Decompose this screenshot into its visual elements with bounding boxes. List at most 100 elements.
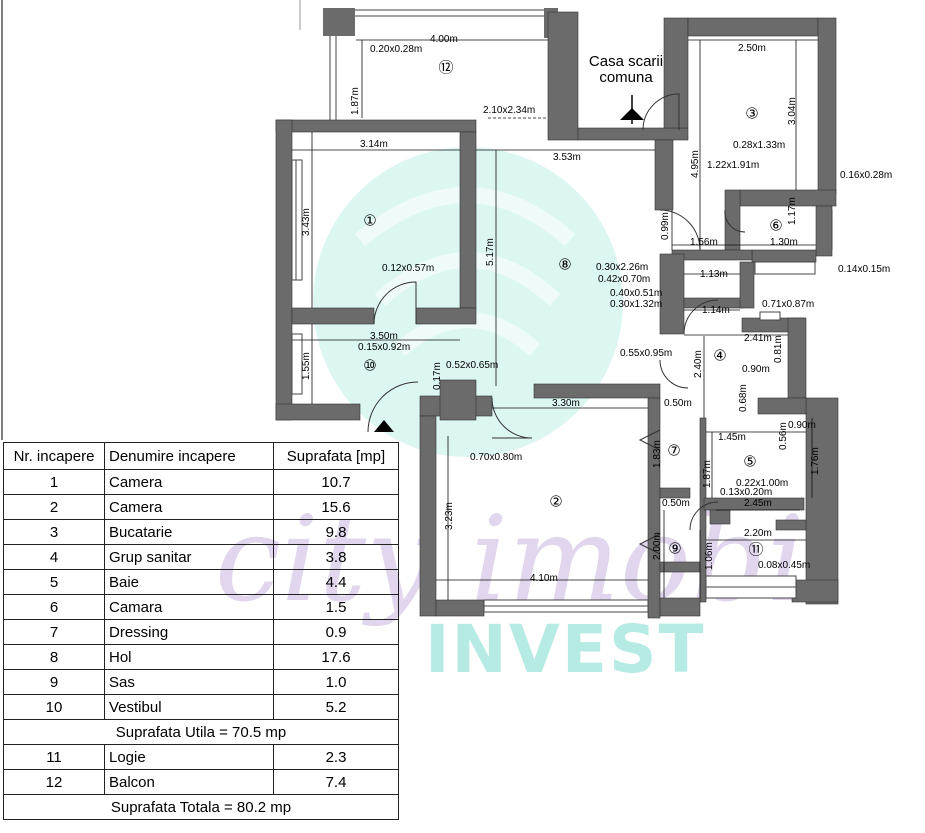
dim-label: 0.12x0.57m	[382, 263, 434, 274]
legend-nr: 5	[3, 569, 105, 595]
dim-label: 0.20x0.28m	[370, 44, 422, 55]
dim-label: 0.81m	[773, 335, 784, 363]
room-number-11: ⑪	[748, 541, 763, 559]
dim-label: 1.13m	[700, 269, 728, 280]
legend-name: Camera	[104, 469, 274, 495]
legend-area: 7.4	[273, 769, 399, 795]
dim-label: 1.45m	[718, 432, 746, 443]
dim-label: 1.56m	[690, 237, 718, 248]
dim-label: 3.23m	[444, 502, 455, 530]
legend-area: 4.4	[273, 569, 399, 595]
dim-label: 1.87m	[350, 87, 361, 115]
legend-useful-total-row: Suprafata Utila = 70.5 mp	[3, 719, 399, 745]
dim-label: 1.76m	[810, 447, 821, 475]
dim-label: 1.06m	[704, 542, 715, 570]
legend-nr: 3	[3, 519, 105, 545]
dim-label: 5.17m	[485, 238, 496, 266]
legend-nr: 9	[3, 669, 105, 695]
dim-label: 4.95m	[690, 150, 701, 178]
dim-label: 1.83m	[652, 440, 663, 468]
room-number-5: ⑤	[743, 453, 756, 471]
dim-label: 0.16x0.28m	[840, 170, 892, 181]
legend-header-row: Nr. incapere Denumire incapere Suprafata…	[3, 442, 399, 470]
legend-name: Sas	[104, 669, 274, 695]
dim-label: 1.87m	[702, 460, 713, 488]
room-number-8: ⑧	[558, 256, 571, 274]
dim-label: 3.14m	[360, 139, 388, 150]
dim-label: 0.50m	[664, 398, 692, 409]
legend-nr: 1	[3, 469, 105, 495]
dim-label: 2.00m	[652, 532, 663, 560]
room-number-2: ②	[549, 493, 562, 511]
dim-label: 3.53m	[553, 152, 581, 163]
dim-label: 0.42x0.70m	[598, 274, 650, 285]
legend-nr: 4	[3, 544, 105, 570]
room-number-10: ⑩	[363, 357, 376, 375]
dim-label: 0.22x1.00m	[736, 478, 788, 489]
legend-name: Bucatarie	[104, 519, 274, 545]
room-number-7: ⑦	[667, 442, 680, 460]
dim-label: 1.55m	[301, 352, 312, 380]
dim-label: 0.55x0.95m	[620, 348, 672, 359]
legend-header-name: Denumire incapere	[104, 442, 274, 470]
windows	[291, 159, 833, 613]
legend-nr: 11	[3, 744, 105, 770]
dim-label: 4.00m	[430, 34, 458, 45]
room-number-1: ①	[363, 212, 376, 230]
legend-header-nr: Nr. incapere	[3, 442, 105, 470]
dim-label: 2.41m	[744, 333, 772, 344]
dim-label: 3.50m	[370, 331, 398, 342]
legend-area: 0.9	[273, 619, 399, 645]
dim-label: 0.30x1.32m	[610, 299, 662, 310]
dim-label: 0.08x0.45m	[758, 560, 810, 571]
dim-label: 0.68m	[738, 384, 749, 412]
dim-label: 2.50m	[738, 43, 766, 54]
legend-area: 3.8	[273, 544, 399, 570]
legend-useful-total: Suprafata Utila = 70.5 mp	[3, 719, 399, 745]
dim-label: 1.22x1.91m	[707, 160, 759, 171]
dim-label: 0.17m	[432, 362, 443, 390]
legend-nr: 8	[3, 644, 105, 670]
room-numbers: ① ② ③ ④ ⑤ ⑥ ⑦ ⑧ ⑨ ⑩ ⑪ ⑫	[363, 59, 782, 559]
dim-label: 0.40x0.51m	[610, 288, 662, 299]
legend-nr: 12	[3, 769, 105, 795]
dim-label: 3.43m	[301, 208, 312, 236]
legend-grand-total: Suprafata Totala = 80.2 mp	[3, 794, 399, 820]
room-legend-table: Nr. incapere Denumire incapere Suprafata…	[3, 442, 399, 820]
room-number-9: ⑨	[668, 540, 681, 558]
legend-area: 5.2	[273, 694, 399, 720]
dim-label: 1.30m	[770, 237, 798, 248]
dim-label: 0.90m	[742, 364, 770, 375]
legend-nr: 7	[3, 619, 105, 645]
dim-label: 2.10x2.34m	[483, 105, 535, 116]
dim-label: 0.71x0.87m	[762, 299, 814, 310]
room-number-6: ⑥	[769, 217, 782, 235]
walls	[275, 11, 839, 619]
dim-label: 0.28x1.33m	[733, 140, 785, 151]
dim-label: 0.50m	[662, 498, 690, 509]
legend-name: Hol	[104, 644, 274, 670]
dim-label: 0.14x0.15m	[838, 264, 890, 275]
dim-label: 0.90m	[788, 420, 816, 431]
legend-grand-total-row: Suprafata Totala = 80.2 mp	[3, 794, 399, 820]
dim-label: 0.56m	[778, 422, 789, 450]
legend-nr: 2	[3, 494, 105, 520]
dim-label: 3.30m	[552, 398, 580, 409]
watermark-brand: INVEST	[425, 611, 706, 688]
legend-name: Camara	[104, 594, 274, 620]
dim-label: 0.99m	[660, 212, 671, 240]
dim-label: 0.52x0.65m	[446, 360, 498, 371]
room-number-12: ⑫	[438, 59, 453, 77]
